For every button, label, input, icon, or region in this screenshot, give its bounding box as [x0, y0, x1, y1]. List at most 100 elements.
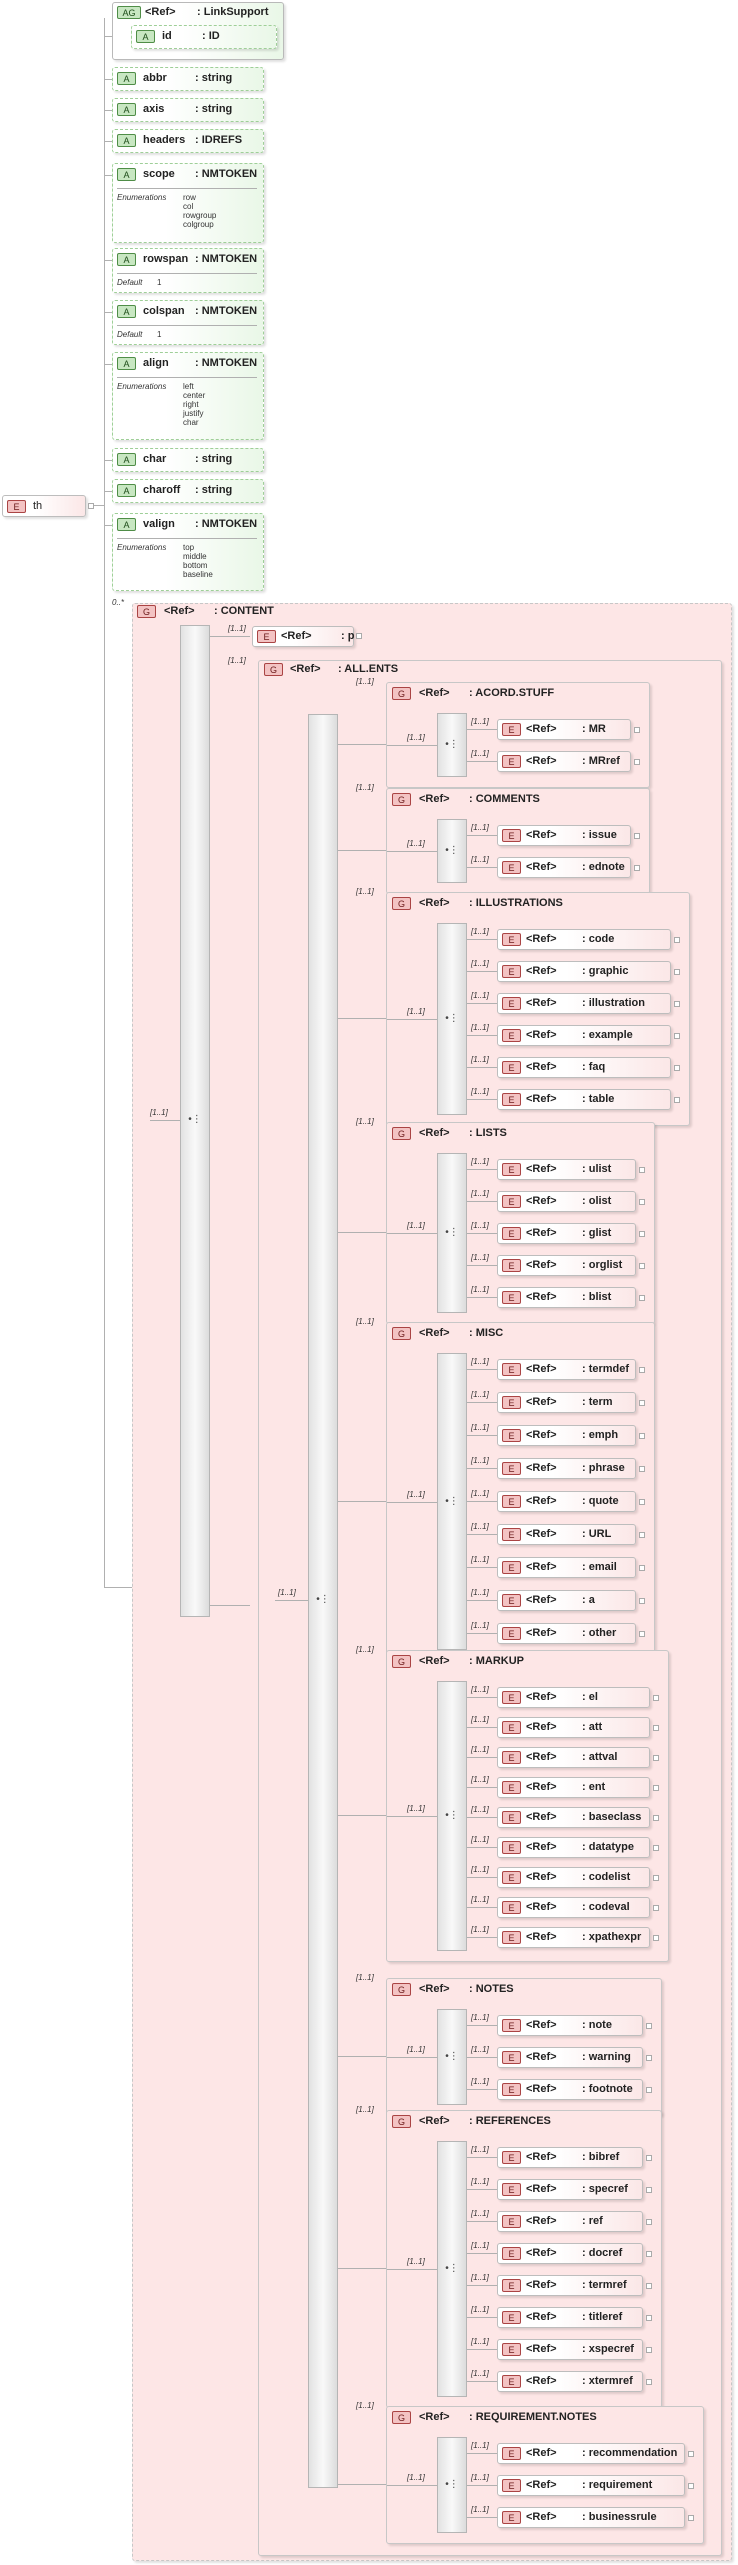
expand-toggle[interactable]: [639, 1263, 645, 1269]
group-misc[interactable]: G<Ref>: MISC[1..1]•⋮[1..1]E<Ref>: termde…: [386, 1322, 655, 1661]
element-xspecref[interactable]: E<Ref>: xspecref: [497, 2339, 643, 2360]
expand-toggle[interactable]: [639, 1598, 645, 1604]
element-requirement[interactable]: E<Ref>: requirement: [497, 2475, 685, 2496]
element-orglist[interactable]: E<Ref>: orglist: [497, 1255, 636, 1276]
element-MRref[interactable]: E<Ref>: MRref: [497, 751, 631, 772]
expand-toggle[interactable]: [653, 1845, 659, 1851]
element-codelist[interactable]: E<Ref>: codelist: [497, 1867, 650, 1888]
element-businessrule[interactable]: E<Ref>: businessrule: [497, 2507, 685, 2528]
attribute-id[interactable]: A id : ID: [131, 25, 277, 49]
element-glist[interactable]: E<Ref>: glist: [497, 1223, 636, 1244]
expand-toggle[interactable]: [639, 1367, 645, 1373]
element-ednote[interactable]: E<Ref>: ednote: [497, 857, 631, 878]
element-codeval[interactable]: E<Ref>: codeval: [497, 1897, 650, 1918]
element-term[interactable]: E<Ref>: term: [497, 1392, 636, 1413]
expand-toggle[interactable]: [653, 1935, 659, 1941]
element-note[interactable]: E<Ref>: note: [497, 2015, 643, 2036]
element-docref[interactable]: E<Ref>: docref: [497, 2243, 643, 2264]
expand-toggle[interactable]: [646, 2379, 652, 2385]
expand-toggle[interactable]: [653, 1755, 659, 1761]
element-quote[interactable]: E<Ref>: quote: [497, 1491, 636, 1512]
expand-toggle[interactable]: [646, 2187, 652, 2193]
expand-toggle[interactable]: [646, 2251, 652, 2257]
group-lists[interactable]: G<Ref>: LISTS[1..1]•⋮[1..1]E<Ref>: ulist…: [386, 1122, 655, 1324]
element-MR[interactable]: E<Ref>: MR: [497, 719, 631, 740]
attr-group-linksupport[interactable]: AG <Ref> : LinkSupport A id : ID: [112, 2, 284, 60]
expand-toggle[interactable]: [646, 2055, 652, 2061]
expand-toggle[interactable]: [646, 2219, 652, 2225]
group-illustrations[interactable]: G<Ref>: ILLUSTRATIONS[1..1]•⋮[1..1]E<Ref…: [386, 892, 690, 1126]
expand-toggle[interactable]: [88, 503, 94, 509]
element-el[interactable]: E<Ref>: el: [497, 1687, 650, 1708]
element-p[interactable]: E <Ref> : p: [252, 626, 354, 647]
expand-toggle[interactable]: [634, 865, 640, 871]
element-other[interactable]: E<Ref>: other: [497, 1623, 636, 1644]
expand-toggle[interactable]: [674, 969, 680, 975]
expand-toggle[interactable]: [639, 1565, 645, 1571]
element-xtermref[interactable]: E<Ref>: xtermref: [497, 2371, 643, 2392]
expand-toggle[interactable]: [653, 1725, 659, 1731]
group-notes[interactable]: G<Ref>: NOTES[1..1]•⋮[1..1]E<Ref>: note[…: [386, 1978, 662, 2116]
expand-toggle[interactable]: [639, 1199, 645, 1205]
expand-toggle[interactable]: [639, 1532, 645, 1538]
element-graphic[interactable]: E<Ref>: graphic: [497, 961, 671, 982]
element-illustration[interactable]: E<Ref>: illustration: [497, 993, 671, 1014]
element-ulist[interactable]: E<Ref>: ulist: [497, 1159, 636, 1180]
expand-toggle[interactable]: [634, 759, 640, 765]
expand-toggle[interactable]: [674, 937, 680, 943]
expand-toggle[interactable]: [688, 2451, 694, 2457]
expand-toggle[interactable]: [653, 1815, 659, 1821]
expand-toggle[interactable]: [639, 1400, 645, 1406]
expand-toggle[interactable]: [653, 1875, 659, 1881]
expand-toggle[interactable]: [634, 727, 640, 733]
element-URL[interactable]: E<Ref>: URL: [497, 1524, 636, 1545]
expand-toggle[interactable]: [634, 833, 640, 839]
group-reqnotes[interactable]: G<Ref>: REQUIREMENT.NOTES[1..1]•⋮[1..1]E…: [386, 2406, 704, 2544]
expand-toggle[interactable]: [646, 2087, 652, 2093]
expand-toggle[interactable]: [674, 1033, 680, 1039]
expand-toggle[interactable]: [639, 1499, 645, 1505]
root-element-th[interactable]: E th: [2, 495, 86, 517]
expand-toggle[interactable]: [639, 1466, 645, 1472]
expand-toggle[interactable]: [646, 2347, 652, 2353]
element-blist[interactable]: E<Ref>: blist: [497, 1287, 636, 1308]
expand-toggle[interactable]: [653, 1905, 659, 1911]
element-table[interactable]: E<Ref>: table: [497, 1089, 671, 1110]
element-specref[interactable]: E<Ref>: specref: [497, 2179, 643, 2200]
expand-toggle[interactable]: [639, 1167, 645, 1173]
expand-toggle[interactable]: [674, 1001, 680, 1007]
expand-toggle[interactable]: [639, 1295, 645, 1301]
element-issue[interactable]: E<Ref>: issue: [497, 825, 631, 846]
element-attval[interactable]: E<Ref>: attval: [497, 1747, 650, 1768]
element-titleref[interactable]: E<Ref>: titleref: [497, 2307, 643, 2328]
element-termref[interactable]: E<Ref>: termref: [497, 2275, 643, 2296]
element-a[interactable]: E<Ref>: a: [497, 1590, 636, 1611]
element-phrase[interactable]: E<Ref>: phrase: [497, 1458, 636, 1479]
expand-toggle[interactable]: [688, 2515, 694, 2521]
element-datatype[interactable]: E<Ref>: datatype: [497, 1837, 650, 1858]
element-baseclass[interactable]: E<Ref>: baseclass: [497, 1807, 650, 1828]
element-emph[interactable]: E<Ref>: emph: [497, 1425, 636, 1446]
expand-toggle[interactable]: [646, 2315, 652, 2321]
element-bibref[interactable]: E<Ref>: bibref: [497, 2147, 643, 2168]
element-code[interactable]: E<Ref>: code: [497, 929, 671, 950]
expand-toggle[interactable]: [653, 1695, 659, 1701]
element-recommendation[interactable]: E<Ref>: recommendation: [497, 2443, 685, 2464]
expand-toggle[interactable]: [674, 1065, 680, 1071]
group-markup[interactable]: G<Ref>: MARKUP[1..1]•⋮[1..1]E<Ref>: el[1…: [386, 1650, 669, 1962]
expand-toggle[interactable]: [639, 1231, 645, 1237]
expand-toggle[interactable]: [688, 2483, 694, 2489]
group-acord[interactable]: G<Ref>: ACORD.STUFF[1..1]•⋮[1..1]E<Ref>:…: [386, 682, 650, 788]
element-faq[interactable]: E<Ref>: faq: [497, 1057, 671, 1078]
expand-toggle[interactable]: [646, 2155, 652, 2161]
element-warning[interactable]: E<Ref>: warning: [497, 2047, 643, 2068]
expand-toggle[interactable]: [639, 1433, 645, 1439]
